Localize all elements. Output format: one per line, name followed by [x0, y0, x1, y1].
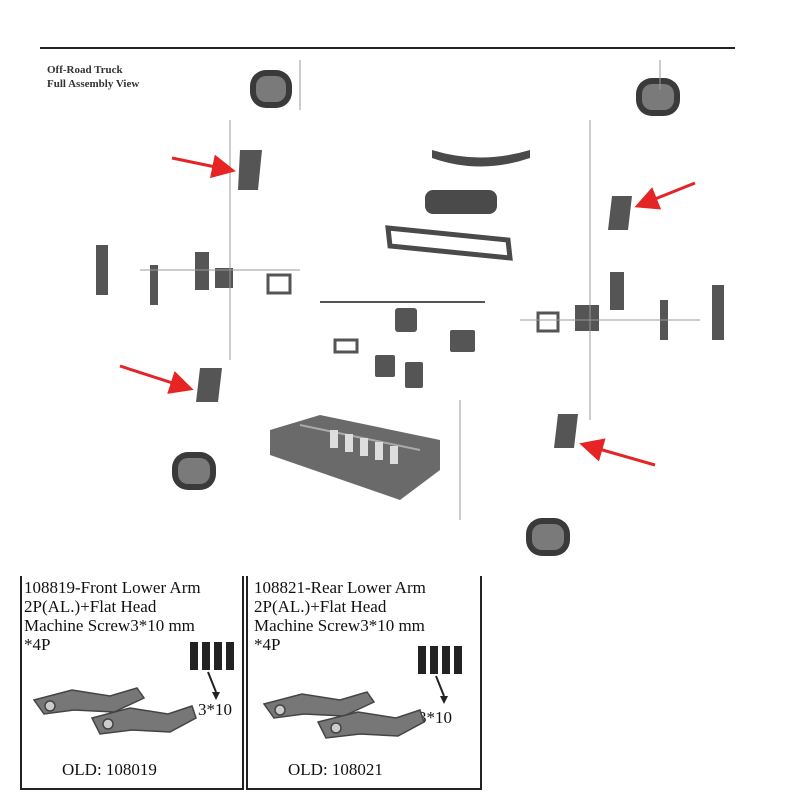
front-arm-line-2: 2P(AL.)+Flat Head	[24, 597, 157, 616]
rear-arm-line-1: 108821-Rear Lower Arm	[254, 578, 426, 597]
screws-image	[190, 642, 234, 700]
rear-arm-line-4: *4P	[254, 635, 281, 654]
arrow-front-left-arm	[171, 154, 236, 179]
front-arm-line-1: 108819-Front Lower Arm	[24, 578, 201, 597]
header-rule	[40, 47, 735, 49]
diagram-title: Off-Road Truck Full Assembly View	[47, 63, 139, 91]
red-arrows	[119, 154, 696, 467]
rear-lower-arm-panel: 108821-Rear Lower Arm 2P(AL.)+Flat Head …	[246, 576, 482, 790]
rear-arm-parts-image	[262, 691, 425, 739]
front-lower-arm-panel: 108819-Front Lower Arm 2P(AL.)+Flat Head…	[20, 576, 244, 790]
front-screw-size: 3*10	[198, 700, 232, 719]
wheel-front-right	[636, 78, 680, 116]
rear-old-part-number: OLD: 108021	[288, 760, 383, 779]
wheel-rear-left	[172, 452, 216, 490]
rear-arm-line-3: Machine Screw3*10 mm	[254, 616, 425, 635]
front-arm-line-4: *4P	[24, 635, 51, 654]
wheel-front-left	[250, 70, 292, 108]
center-components	[266, 273, 560, 388]
screws-image	[418, 646, 462, 704]
front-old-part-number: OLD: 108019	[62, 760, 157, 779]
chassis-plate	[270, 415, 440, 500]
arrow-rear-left-arm	[119, 364, 194, 394]
exploded-assembly-diagram	[96, 60, 724, 556]
title-line-1: Off-Road Truck	[47, 64, 123, 76]
arrow-front-right-arm	[634, 181, 696, 210]
wheel-rear-right	[526, 518, 570, 556]
right-suspension-parts	[554, 196, 724, 448]
arrow-rear-right-arm	[579, 438, 656, 467]
left-suspension-parts	[96, 150, 262, 402]
rear-screw-size: 3*10	[418, 708, 452, 727]
upper-brace	[385, 150, 530, 261]
front-arm-parts-image	[32, 687, 197, 735]
front-arm-line-3: Machine Screw3*10 mm	[24, 616, 195, 635]
title-line-2: Full Assembly View	[47, 78, 140, 90]
rear-arm-line-2: 2P(AL.)+Flat Head	[254, 597, 387, 616]
